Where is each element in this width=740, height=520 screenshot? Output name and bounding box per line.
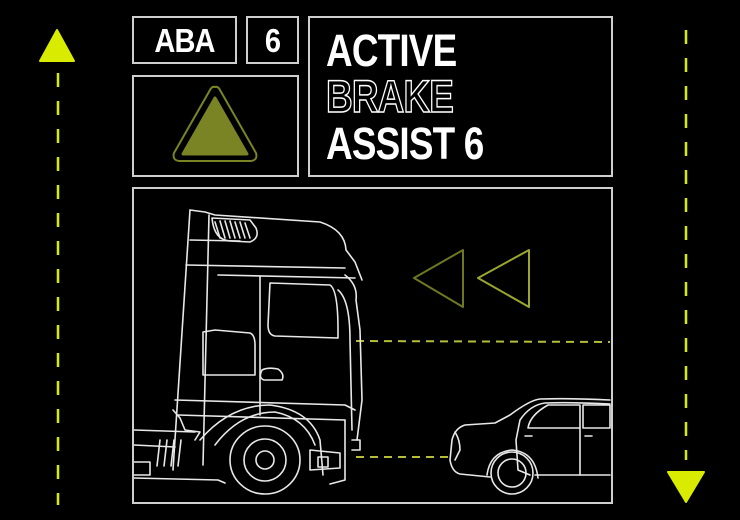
- truck-illustration: [133, 209, 363, 495]
- warning-triangle-icon: [172, 85, 258, 162]
- version-label: 6: [264, 22, 281, 59]
- scene-panel: [132, 187, 613, 504]
- triangle-up-icon: [39, 29, 75, 62]
- title-line-assist: ASSIST 6: [326, 118, 484, 169]
- title-panel: ACTIVE BRAKE ASSIST 6: [308, 16, 613, 177]
- aba-label: ABA: [154, 22, 215, 59]
- version-badge: 6: [246, 16, 299, 64]
- triangle-down-icon: [667, 471, 705, 503]
- title-line-brake: BRAKE: [325, 71, 454, 122]
- double-chevron-left-icon: [413, 249, 530, 308]
- aba-badge: ABA: [132, 16, 237, 64]
- warning-panel: [132, 75, 299, 177]
- car-illustration: [449, 397, 611, 495]
- title-line-active: ACTIVE: [326, 25, 457, 76]
- sensor-line-upper: [355, 340, 611, 343]
